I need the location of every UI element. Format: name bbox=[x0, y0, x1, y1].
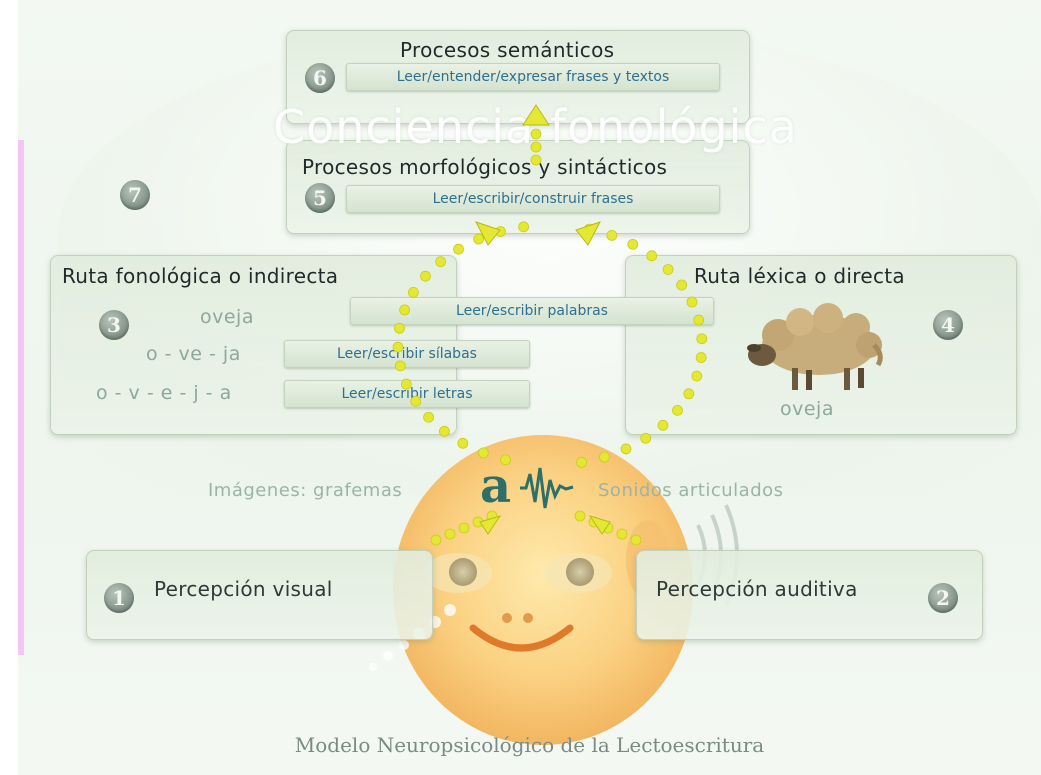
flow-dot bbox=[453, 243, 464, 255]
flow-dot bbox=[430, 534, 442, 546]
flow-dot bbox=[599, 451, 610, 463]
flow-dot bbox=[394, 322, 405, 334]
flow-dot bbox=[640, 432, 652, 444]
flow-dot bbox=[662, 264, 674, 275]
auditory-perception-label: Percepción auditiva bbox=[656, 577, 858, 601]
flow-dot bbox=[435, 256, 447, 268]
diagram-canvas: Conciencia fonológica Procesos semántico… bbox=[18, 0, 1041, 775]
letters-text: o - v - e - j - a bbox=[96, 382, 232, 404]
flow-dot bbox=[686, 296, 698, 308]
flow-arrowhead bbox=[588, 515, 611, 535]
flow-dots bbox=[392, 104, 708, 546]
flow-dot bbox=[458, 522, 470, 534]
flow-dot bbox=[530, 141, 542, 153]
flow-dot bbox=[400, 378, 412, 390]
flow-dot bbox=[695, 352, 707, 363]
badge-4: 4 bbox=[933, 310, 963, 340]
semantic-processes-title: Procesos semánticos bbox=[400, 38, 615, 62]
flow-dot bbox=[420, 270, 431, 282]
flow-dot bbox=[657, 419, 669, 431]
panel-visual-perception bbox=[86, 550, 433, 640]
task-read-understand-express: Leer/entender/expresar frases y textos bbox=[346, 63, 720, 91]
flow-dot bbox=[392, 341, 404, 353]
flow-dot bbox=[407, 286, 419, 298]
flow-dot bbox=[439, 425, 450, 437]
flow-dot bbox=[399, 304, 411, 316]
flow-dot bbox=[620, 443, 632, 455]
flow-dot bbox=[676, 279, 688, 291]
flow-dot bbox=[530, 154, 542, 166]
badge-1: 1 bbox=[104, 583, 134, 613]
word-oveja-lexical: oveja bbox=[780, 398, 834, 420]
flow-dot bbox=[444, 528, 456, 540]
panel-auditory-perception bbox=[636, 550, 983, 640]
flow-dot bbox=[627, 238, 639, 250]
lexical-route-title: Ruta léxica o directa bbox=[694, 264, 905, 288]
visual-perception-label: Percepción visual bbox=[154, 577, 333, 601]
flow-dot bbox=[646, 250, 658, 262]
flow-dot bbox=[672, 404, 683, 416]
flow-dot bbox=[576, 456, 588, 468]
badge-6: 6 bbox=[305, 63, 335, 93]
flow-dot bbox=[683, 388, 695, 400]
badge-7: 7 bbox=[120, 180, 150, 210]
flow-arrowhead bbox=[474, 221, 501, 246]
flow-dot bbox=[518, 221, 530, 233]
flow-arrowhead bbox=[575, 221, 602, 246]
flow-arrowhead bbox=[522, 104, 550, 126]
flow-dot bbox=[630, 534, 642, 546]
sheep-icon bbox=[747, 303, 883, 390]
flow-dot bbox=[691, 370, 703, 382]
soundwave-icon bbox=[520, 467, 574, 509]
badge-2: 2 bbox=[928, 583, 958, 613]
flow-dot bbox=[394, 360, 406, 372]
badge-5: 5 bbox=[305, 183, 335, 213]
flow-dot bbox=[606, 229, 618, 241]
word-oveja-phonological: oveja bbox=[200, 306, 254, 328]
graphemes-label: Imágenes: grafemas bbox=[208, 480, 403, 501]
flow-dot bbox=[457, 437, 469, 449]
flow-dot bbox=[696, 333, 708, 345]
flow-arrowhead bbox=[479, 515, 502, 535]
flow-dot bbox=[410, 395, 422, 407]
morph-syntactic-title: Procesos morfológicos y sintácticos bbox=[302, 155, 668, 179]
badge-3: 3 bbox=[99, 310, 129, 340]
phonological-route-title: Ruta fonológica o indirecta bbox=[62, 264, 339, 288]
flow-dot bbox=[473, 233, 485, 245]
task-build-sentences: Leer/escribir/construir frases bbox=[346, 185, 720, 213]
flow-dot bbox=[423, 411, 435, 423]
task-words: Leer/escribir palabras bbox=[350, 297, 714, 325]
syllables-text: o - ve - ja bbox=[146, 343, 241, 365]
flow-dot bbox=[477, 447, 489, 459]
flow-dot bbox=[574, 510, 586, 522]
flow-dot bbox=[530, 128, 542, 140]
flow-dot bbox=[693, 314, 705, 326]
flow-dot bbox=[616, 528, 628, 540]
task-syllables: Leer/escribir sílabas bbox=[284, 340, 530, 368]
diagram-caption: Modelo Neuropsicológico de la Lectoescri… bbox=[294, 733, 765, 757]
flow-dot bbox=[500, 454, 511, 466]
articulated-sounds-label: Sonidos articulados bbox=[598, 480, 784, 501]
side-bar bbox=[18, 140, 24, 655]
grapheme-a-icon: a bbox=[480, 458, 512, 514]
